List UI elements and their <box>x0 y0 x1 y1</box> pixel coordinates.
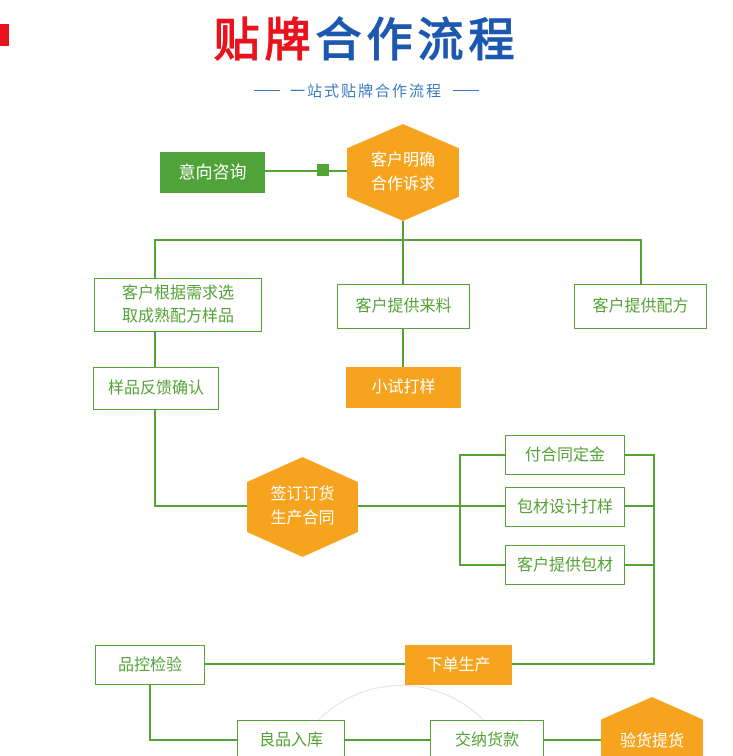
node-sample-feedback-label: 样品反馈确认 <box>107 380 204 397</box>
node-payment-label: 交纳货款 <box>454 732 519 749</box>
node-production-label: 下单生产 <box>426 656 491 674</box>
page-subtitle: 一站式贴牌合作流程 <box>0 80 733 101</box>
node-customer-demand-line2: 合作诉求 <box>370 175 435 193</box>
connector-drop-formula-sample <box>154 239 156 278</box>
connector-qc-down <box>149 685 151 741</box>
connector-contract-to-right-group <box>358 505 505 507</box>
connector-material-to-trial <box>402 329 404 367</box>
node-supply-formula-label: 客户提供配方 <box>592 298 689 315</box>
connector-stub-packaging-left <box>459 564 505 566</box>
connector-stub-deposit-left <box>459 454 505 456</box>
connector-branch-horizontal <box>154 239 642 241</box>
corner-red-mark <box>0 24 9 46</box>
node-deposit: 付合同定金 <box>505 435 625 475</box>
node-formula-sample: 客户根据需求选 取成熟配方样品 <box>94 278 262 332</box>
page-title: 贴牌合作流程 <box>0 4 733 70</box>
connector-square-dot <box>317 164 329 176</box>
connector-sample-to-feedback <box>154 332 156 367</box>
node-trial-sample: 小试打样 <box>346 367 461 408</box>
node-sample-feedback: 样品反馈确认 <box>93 367 219 410</box>
subtitle-dash-right <box>453 90 479 91</box>
node-supply-formula: 客户提供配方 <box>574 284 707 329</box>
node-pickup-hexagon: 验货提货 <box>601 697 703 756</box>
node-formula-sample-line2: 取成熟配方样品 <box>121 308 234 325</box>
connector-feedback-to-contract <box>154 505 253 507</box>
node-deposit-label: 付合同定金 <box>524 446 605 464</box>
node-warehouse: 良品入库 <box>237 720 345 756</box>
connector-right-bracket <box>653 454 655 665</box>
node-pickup-label: 验货提货 <box>619 733 684 750</box>
node-contract-hexagon: 签订订货 生产合同 <box>247 457 358 557</box>
connector-production-to-qc <box>205 663 405 665</box>
connector-drop-supply-material <box>402 239 404 284</box>
node-customer-demand-line1: 客户明确 <box>370 151 435 169</box>
node-supply-packaging-label: 客户提供包材 <box>516 556 613 574</box>
connector-feedback-down <box>154 410 156 507</box>
page-title-red: 贴牌 <box>213 14 316 66</box>
page-title-blue: 合作流程 <box>315 14 520 66</box>
connector-stub-deposit-right <box>625 454 653 456</box>
node-supply-packaging: 客户提供包材 <box>505 545 625 585</box>
node-intent-label: 意向咨询 <box>178 163 247 182</box>
node-supply-material-label: 客户提供来料 <box>355 298 452 315</box>
node-contract-line2: 生产合同 <box>270 510 335 527</box>
connector-demand-down <box>402 221 404 240</box>
connector-drop-supply-formula <box>640 239 642 284</box>
connector-left-bracket <box>459 454 461 566</box>
subtitle-dash-left <box>253 90 280 91</box>
connector-warehouse-to-payment <box>345 739 430 741</box>
node-quality-check-label: 品控检验 <box>117 656 182 674</box>
node-production: 下单生产 <box>405 645 512 685</box>
connector-stub-design-right <box>625 505 653 507</box>
node-warehouse-label: 良品入库 <box>258 732 323 749</box>
connector-payment-to-pickup <box>544 739 604 741</box>
node-packaging-design: 包材设计打样 <box>505 487 625 527</box>
connector-intent-to-demand <box>265 170 348 172</box>
connector-to-production <box>512 663 655 665</box>
connector-stub-packaging-right <box>625 564 653 566</box>
connector-qc-to-warehouse <box>149 739 237 741</box>
subtitle-text: 一站式贴牌合作流程 <box>289 83 443 100</box>
node-trial-sample-label: 小试打样 <box>371 379 436 396</box>
node-customer-demand-hexagon: 客户明确 合作诉求 <box>347 124 459 221</box>
node-payment: 交纳货款 <box>430 720 544 756</box>
node-supply-material: 客户提供来料 <box>337 284 470 329</box>
node-quality-check: 品控检验 <box>95 645 205 685</box>
node-formula-sample-line1: 客户根据需求选 <box>121 285 234 302</box>
node-intent: 意向咨询 <box>160 152 265 193</box>
node-contract-line1: 签订订货 <box>270 486 335 503</box>
node-packaging-design-label: 包材设计打样 <box>516 498 613 516</box>
